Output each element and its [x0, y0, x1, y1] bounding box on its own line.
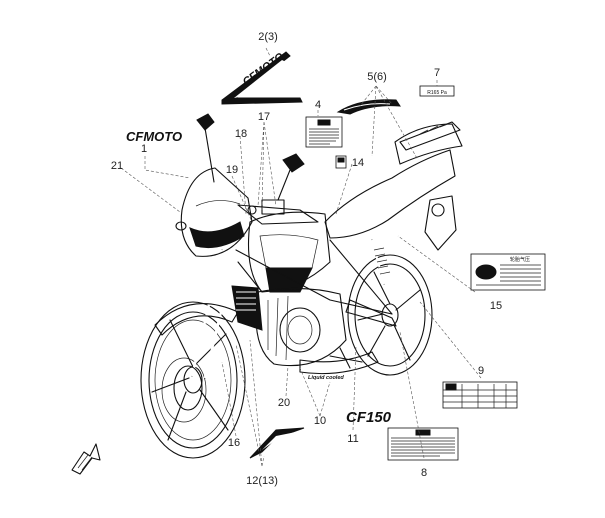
callout-4: 4 — [315, 99, 321, 111]
rating-plate: R165 Pa — [419, 85, 455, 97]
rear-wheel — [347, 254, 433, 376]
callout-12-13: 12(13) — [246, 475, 278, 487]
tail-rack — [399, 121, 461, 251]
callout-1: 1 — [141, 143, 147, 155]
callout-7: 7 — [434, 67, 440, 79]
callout-14: 14 — [352, 157, 364, 169]
callout-9: 9 — [478, 365, 484, 377]
callout-16: 16 — [228, 437, 240, 449]
handlebar-cluster — [237, 199, 319, 225]
callout-8: 8 — [421, 467, 427, 479]
callout-5-6: 5(6) — [367, 71, 387, 83]
tank-stripe-decal: CFMOTO — [221, 51, 303, 105]
engine — [231, 285, 347, 367]
svg-text:轮胎气压: 轮胎气压 — [510, 256, 530, 263]
spec-table-label — [442, 381, 518, 409]
front-brake-disc — [173, 365, 203, 411]
front-forks — [154, 249, 239, 379]
headlight-fairing — [175, 167, 253, 257]
seat — [324, 123, 463, 239]
model-decal: CF150 — [346, 409, 392, 426]
motorcycle-drawing — [140, 113, 463, 459]
callout-10: 10 — [314, 415, 326, 427]
side-stripe-decal — [336, 99, 401, 115]
callout-numbers: 1 2(3) 4 5(6) 7 8 9 10 11 12(13) 14 15 1… — [111, 31, 502, 487]
instruction-label — [387, 427, 459, 461]
svg-text:警告: 警告 — [319, 119, 329, 126]
callout-21: 21 — [111, 160, 123, 172]
liquid-cooled-decal: Liquid cooled — [308, 375, 344, 381]
callout-20: 20 — [278, 397, 290, 409]
callout-15: 15 — [490, 300, 502, 312]
fuel-tank — [247, 211, 331, 293]
front-wheel — [140, 301, 246, 459]
callout-2-3: 2(3) — [258, 31, 278, 43]
callout-18: 18 — [235, 128, 247, 140]
lower-stripe-decal — [249, 427, 305, 459]
exhaust — [299, 351, 379, 375]
leader-lines — [120, 47, 482, 467]
callout-19: 19 — [226, 164, 238, 176]
callout-11: 11 — [347, 433, 358, 445]
callout-17: 17 — [258, 111, 270, 123]
mirrors — [196, 113, 305, 201]
tire-pressure-label: 轮胎气压 — [470, 253, 546, 291]
small-label-14 — [335, 155, 347, 169]
front-arrow-icon — [71, 443, 101, 475]
rear-suspension — [345, 239, 397, 327]
footpeg — [329, 347, 363, 369]
tank-brand-text: CFMOTO — [241, 51, 287, 89]
front-brand-decal: CFMOTO — [126, 129, 182, 144]
svg-text:R165 Pa: R165 Pa — [427, 90, 447, 96]
warning-label: 警告 — [305, 116, 343, 148]
